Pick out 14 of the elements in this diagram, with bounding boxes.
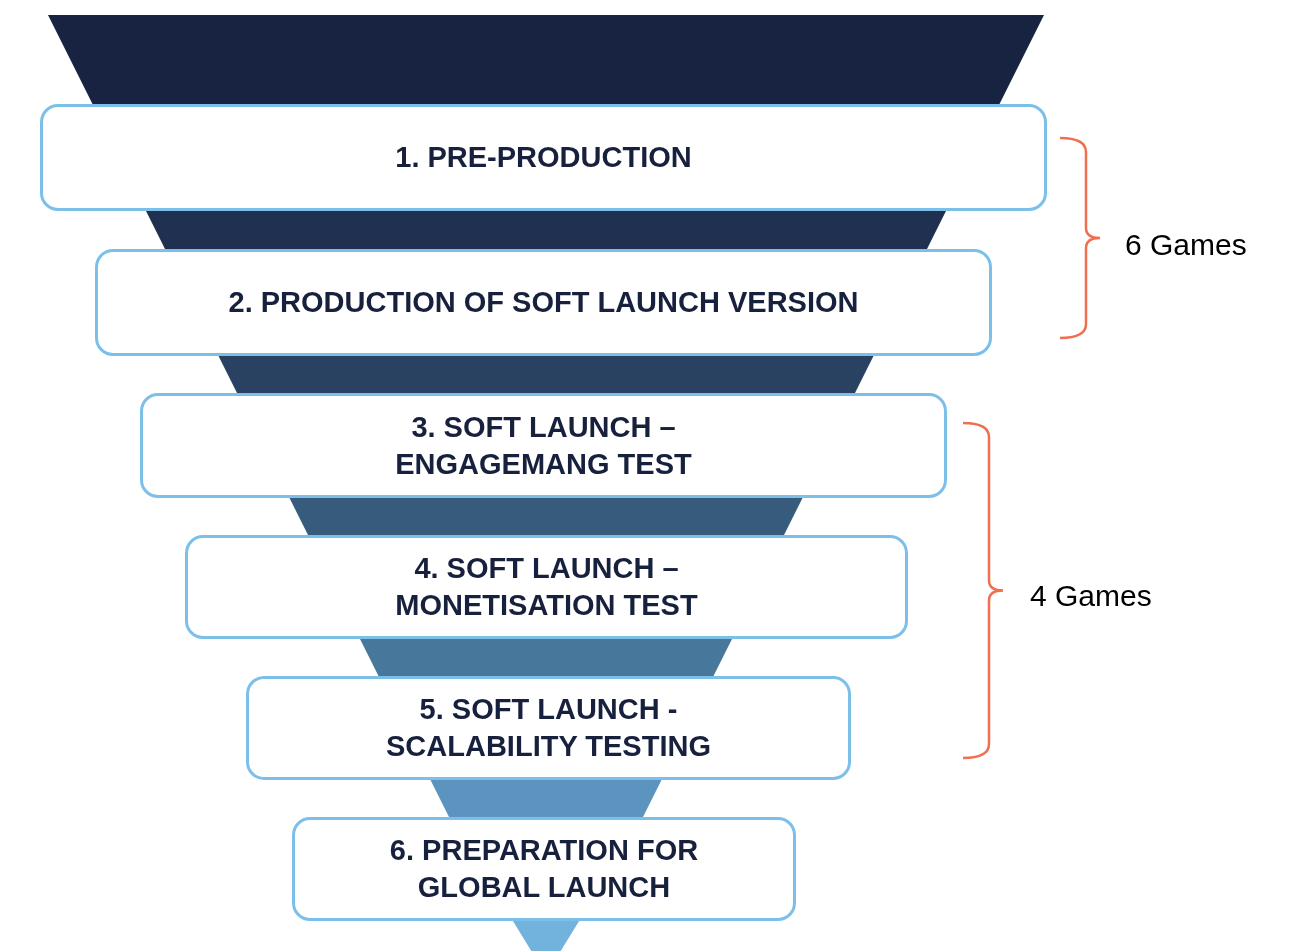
group-count-label: 6 Games [1125,227,1247,263]
stage-title: 4. SOFT LAUNCH – MONETISATION TEST [394,551,699,623]
stage-box [292,817,796,921]
stage-box [95,249,992,356]
stage-title: 3. SOFT LAUNCH – ENGAGEMANG TEST [394,409,693,482]
stage-title: 6. PREPARATION FOR GLOBAL LAUNCH [388,833,700,905]
group-count-label: 4 Games [1030,578,1152,614]
stage-box [185,535,908,639]
stage-box [40,104,1047,211]
stage-box [140,393,947,498]
stage-box [246,676,851,780]
stage-title: 1. PRE-PRODUCTION [395,140,692,175]
stage-title: 5. SOFT LAUNCH - SCALABILITY TESTING [385,692,712,764]
stage-title: 2. PRODUCTION OF SOFT LAUNCH VERSION [228,285,859,320]
